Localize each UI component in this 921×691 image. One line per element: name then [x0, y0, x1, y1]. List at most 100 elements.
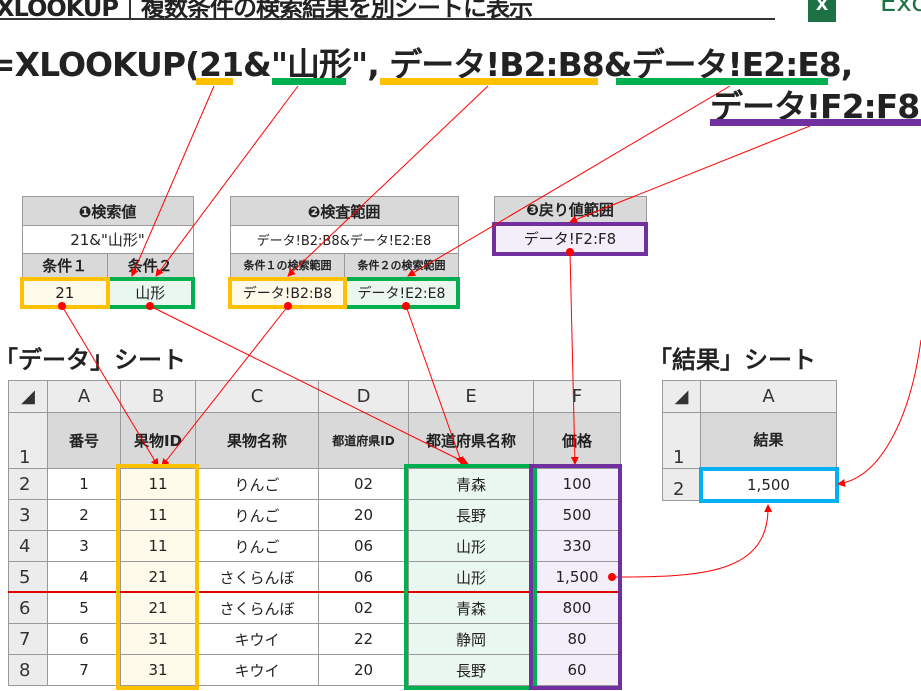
cell[interactable]: 山形 — [408, 561, 534, 593]
cell[interactable]: 11 — [120, 499, 196, 531]
box1-cond1-label: 条件１ — [21, 253, 108, 279]
cell[interactable]: さくらんぼ — [195, 592, 319, 624]
cell[interactable]: りんご — [195, 499, 319, 531]
header-cell: 都道府県名称 — [408, 412, 534, 469]
column-header-C[interactable]: C — [195, 380, 319, 413]
column-header-E[interactable]: E — [408, 380, 534, 413]
row-number[interactable]: 6 — [8, 592, 48, 624]
cell[interactable]: 5 — [47, 592, 121, 624]
underline-cond2 — [272, 78, 346, 85]
column-header-F[interactable]: F — [533, 380, 621, 413]
cell[interactable]: 4 — [47, 561, 121, 593]
cell[interactable]: 100 — [533, 468, 621, 500]
cell[interactable]: 21 — [120, 561, 196, 593]
excel-logo-text: Excel — [880, 0, 921, 18]
cell[interactable]: 2 — [47, 499, 121, 531]
cell[interactable]: 11 — [120, 530, 196, 562]
formula-comma: , — [840, 45, 854, 84]
cell[interactable]: 60 — [533, 654, 621, 686]
cell[interactable]: 3 — [47, 530, 121, 562]
underline-return — [710, 119, 921, 126]
row-number[interactable]: 1 — [662, 412, 701, 469]
box1-cond2-value: 山形 — [105, 276, 195, 309]
cell[interactable]: 1,500 — [533, 561, 621, 593]
header-cell: 果物ID — [120, 412, 196, 469]
formula-arg-cond1: 21 — [199, 45, 244, 84]
cell[interactable]: 500 — [533, 499, 621, 531]
formula-comma: , — [367, 45, 390, 84]
cell[interactable]: 06 — [318, 530, 409, 562]
select-all-corner[interactable]: ◢ — [662, 380, 701, 413]
header-cell: 都道府県ID — [318, 412, 409, 469]
select-all-corner[interactable]: ◢ — [8, 380, 48, 413]
formula-arg-cond2: "山形" — [270, 45, 368, 84]
row-number[interactable]: 8 — [8, 654, 48, 686]
cell[interactable]: 6 — [47, 623, 121, 655]
cell[interactable]: さくらんぼ — [195, 561, 319, 593]
cell[interactable]: 02 — [318, 468, 409, 500]
row-number[interactable]: 7 — [8, 623, 48, 655]
cell[interactable]: 02 — [318, 592, 409, 624]
cell[interactable]: 31 — [120, 623, 196, 655]
cell[interactable]: 800 — [533, 592, 621, 624]
column-header-D[interactable]: D — [318, 380, 409, 413]
row-number[interactable]: 2 — [662, 468, 701, 501]
cell[interactable]: りんご — [195, 468, 319, 500]
cell[interactable]: 20 — [318, 654, 409, 686]
header-cell: 果物名称 — [195, 412, 319, 469]
cell[interactable]: 7 — [47, 654, 121, 686]
row-number[interactable]: 3 — [8, 499, 48, 531]
box2-cond1-value: データ!B2:B8 — [228, 276, 347, 309]
formula-amp: & — [243, 45, 272, 84]
header-cell: 価格 — [533, 412, 621, 469]
return-array-box: ❸戻り値範囲 データ!F2:F8 — [492, 196, 648, 256]
cell[interactable]: 330 — [533, 530, 621, 562]
box3-header: ❸戻り値範囲 — [493, 196, 647, 224]
cell[interactable]: 静岡 — [408, 623, 534, 655]
cell[interactable]: 06 — [318, 561, 409, 593]
box1-cond2-label: 条件２ — [107, 253, 194, 279]
row-number[interactable]: 2 — [8, 468, 48, 500]
cell[interactable]: キウイ — [195, 654, 319, 686]
cell[interactable]: 青森 — [408, 468, 534, 500]
cell[interactable]: 長野 — [408, 654, 534, 686]
column-header-B[interactable]: B — [120, 380, 196, 413]
cell[interactable]: 山形 — [408, 530, 534, 562]
cell[interactable]: 20 — [318, 499, 409, 531]
cell[interactable]: 青森 — [408, 592, 534, 624]
result-cell[interactable]: 1,500 — [698, 466, 839, 503]
cell[interactable]: 21 — [120, 592, 196, 624]
row-number[interactable]: 4 — [8, 530, 48, 562]
lookup-array-box: ❷検査範囲 データ!B2:B8&データ!E2:E8 条件１の検索範囲条件２の検索… — [228, 196, 461, 309]
cell[interactable]: りんご — [195, 530, 319, 562]
underline-cond1 — [196, 78, 233, 85]
box2-cond2-label: 条件２の検索範囲 — [344, 253, 459, 279]
cell[interactable]: 31 — [120, 654, 196, 686]
cell[interactable]: 22 — [318, 623, 409, 655]
row-number[interactable]: 1 — [8, 412, 48, 469]
cell[interactable]: 長野 — [408, 499, 534, 531]
box1-header: ❶検索値 — [21, 196, 194, 226]
cell[interactable]: 1 — [47, 468, 121, 500]
cell[interactable]: 11 — [120, 468, 196, 500]
cell[interactable]: 80 — [533, 623, 621, 655]
column-header[interactable]: A — [700, 380, 837, 413]
box2-value: データ!B2:B8&データ!E2:E8 — [229, 225, 459, 254]
cell[interactable]: キウイ — [195, 623, 319, 655]
row-number[interactable]: 5 — [8, 561, 48, 593]
column-header-A[interactable]: A — [47, 380, 121, 413]
result-sheet-title: 「結果」シート — [648, 346, 816, 374]
box1-cond1-value: 21 — [20, 276, 110, 309]
underline-range1 — [380, 78, 598, 85]
page-title: XLOOKUP｜複数条件の検索結果を別シートに表示 — [0, 0, 533, 22]
formula-close: ) — [919, 87, 921, 126]
